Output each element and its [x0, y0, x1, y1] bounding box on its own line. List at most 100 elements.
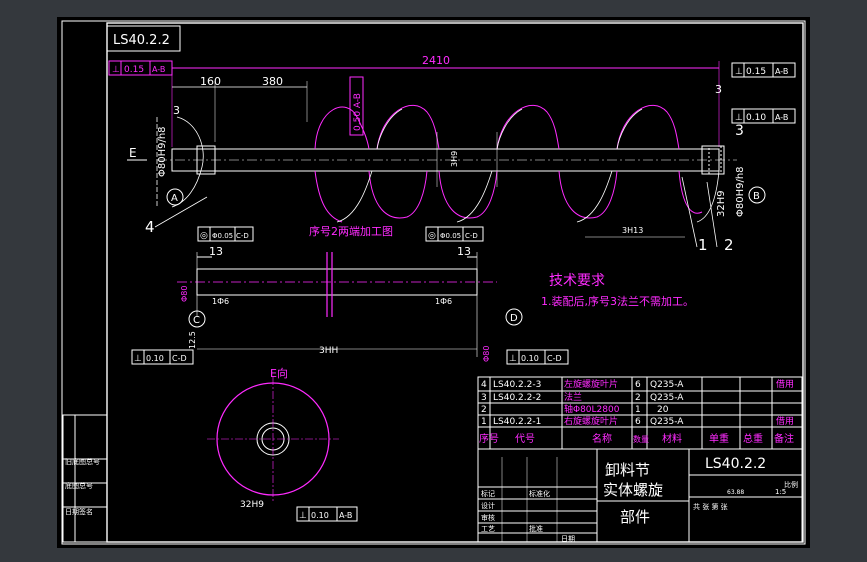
drawing-canvas: LS40.2.2 ⊥ 0.15 A-B ⊥ 0.15 A-B ⊥ 0.10 A-…: [61, 20, 806, 545]
svg-text:0.10: 0.10: [146, 354, 164, 363]
tol-frame-mid-left: ◎ Φ0.05 C-D: [197, 226, 254, 242]
svg-text:C: C: [193, 315, 200, 326]
bom-row: 4 LS40.2.2-3 左旋螺旋叶片 6 Q235-A 借用: [481, 378, 794, 390]
helix-outline: [156, 108, 720, 223]
svg-text:C-D: C-D: [465, 232, 478, 240]
svg-text:C-D: C-D: [172, 354, 187, 363]
svg-text:Q235-A: Q235-A: [650, 417, 684, 427]
svg-text:6: 6: [635, 417, 641, 427]
item-leaders: [154, 176, 718, 248]
item-label-1: 1: [698, 236, 708, 254]
bom-row: 3 LS40.2.2-2 法兰 2 Q235-A: [481, 391, 684, 403]
bom-row: 2 轴Φ80L2800 1 20: [481, 403, 669, 415]
title-block: 卸料节 实体螺旋 部件 LS40.2.2 比例 1:5 63.88 共 张 第 …: [477, 448, 803, 543]
svg-text:0.15: 0.15: [124, 65, 144, 75]
svg-text:比例: 比例: [784, 480, 798, 489]
tol-frame-bot-right: ⊥ 0.10 C-D: [506, 349, 569, 365]
shaft-fit-right: Φ80H9/h8: [735, 166, 746, 217]
svg-text:审核: 审核: [481, 513, 495, 522]
view-E-title: E向: [270, 366, 288, 380]
dim-overall: 2410: [171, 54, 720, 147]
svg-text:A-B: A-B: [152, 65, 165, 74]
datum-D: D: [505, 308, 523, 326]
svg-text:0.15: 0.15: [746, 67, 766, 77]
detail-dim-13-right: 13: [457, 245, 471, 258]
bom-header: 序号 代号 名称 数量 材料 单重 总重 备注: [479, 432, 794, 445]
svg-text:LS40.2.2-2: LS40.2.2-2: [493, 393, 541, 403]
svg-text:Φ0.05: Φ0.05: [212, 232, 233, 240]
svg-text:3: 3: [481, 393, 487, 403]
tol-frame-top-right: ⊥ 0.15 A-B: [731, 62, 796, 78]
left-block: 旧底图总号 底图总号 日期签名: [62, 414, 108, 543]
svg-text:借用: 借用: [776, 378, 794, 390]
main-shaft: [157, 145, 737, 175]
tol-frame-mid-right: ◎ Φ0.05 C-D: [425, 226, 484, 242]
tol-frame-top-left: ⊥ 0.15 A-B: [108, 60, 173, 76]
svg-text:◎: ◎: [200, 231, 208, 241]
svg-text:⊥: ⊥: [509, 354, 517, 364]
svg-text:右旋螺旋叶片: 右旋螺旋叶片: [564, 415, 618, 427]
svg-text:标记: 标记: [481, 489, 495, 498]
detail-shaft: [177, 252, 497, 357]
svg-text:轴Φ80L2800: 轴Φ80L2800: [564, 403, 620, 415]
dim-pitch: 3H13: [622, 226, 643, 235]
inner-border: [106, 22, 804, 543]
item-label-4: 4: [145, 218, 155, 236]
svg-text:⊥: ⊥: [735, 67, 743, 77]
svg-text:名称: 名称: [592, 432, 612, 445]
svg-text:2: 2: [635, 393, 641, 403]
bore-fit: 32H9: [716, 190, 727, 217]
detail-dim-13-left: 13: [209, 245, 223, 258]
svg-text:B: B: [753, 191, 760, 202]
svg-text:Q235-A: Q235-A: [650, 380, 684, 390]
svg-text:380: 380: [262, 75, 283, 88]
svg-text:批准: 批准: [529, 524, 543, 533]
svg-text:单重: 单重: [709, 432, 729, 445]
svg-text:Q235-A: Q235-A: [650, 393, 684, 403]
shaft-fit-left: Φ80H9/h8: [157, 126, 168, 177]
svg-text:⊥: ⊥: [299, 511, 307, 521]
dim-3-right-top: 3: [715, 83, 722, 96]
tol-frame-right-2: ⊥ 0.10 A-B: [731, 108, 796, 124]
tech-title: 技术要求: [549, 273, 605, 289]
svg-text:D: D: [510, 313, 518, 324]
detail-dia-left: Φ80: [180, 286, 189, 302]
svg-text:A-B: A-B: [775, 67, 788, 76]
svg-text:总重: 总重: [743, 432, 763, 445]
drawing-sheet: LS40.2.2 ⊥ 0.15 A-B ⊥ 0.15 A-B ⊥ 0.10 A-…: [57, 17, 810, 548]
svg-text:2: 2: [481, 405, 487, 415]
title-code: LS40.2.2: [705, 456, 766, 472]
pitch-tolerance: 0.50 A-B: [349, 76, 364, 136]
svg-text:20: 20: [657, 405, 669, 415]
part-name-2: 实体螺旋: [603, 481, 663, 499]
svg-text:备注: 备注: [774, 432, 794, 445]
mid-dim-tag: 3H9: [450, 151, 459, 167]
tech-note: 1.装配后,序号3法兰不需加工。: [541, 294, 694, 308]
svg-text:1: 1: [481, 417, 487, 427]
svg-text:设计: 设计: [481, 501, 495, 510]
svg-text:代号: 代号: [515, 433, 535, 445]
detail-dim-left: 1Ф6: [212, 297, 229, 306]
detail-length: 3HH: [319, 346, 338, 356]
svg-text:日期: 日期: [561, 535, 575, 543]
svg-text:C-D: C-D: [236, 232, 249, 240]
svg-text:序号: 序号: [479, 432, 499, 445]
part-name-1: 卸料节: [605, 461, 650, 479]
svg-text:A-B: A-B: [339, 511, 352, 520]
item-label-3: 3: [735, 123, 744, 139]
svg-text:⊥: ⊥: [112, 65, 120, 75]
svg-text:材料: 材料: [662, 432, 682, 445]
svg-text:A: A: [171, 193, 178, 204]
svg-text:A-B: A-B: [775, 113, 788, 122]
outer-border: [61, 20, 806, 545]
datum-A: A: [166, 188, 184, 206]
svg-text:⊥: ⊥: [735, 113, 743, 123]
flange-view: [207, 377, 339, 502]
item-label-2: 2: [724, 236, 734, 254]
svg-text:4: 4: [481, 380, 487, 390]
svg-text:共 张 第 张: 共 张 第 张: [693, 502, 728, 511]
svg-text:工艺: 工艺: [481, 525, 495, 533]
svg-text:左旋螺旋叶片: 左旋螺旋叶片: [564, 378, 618, 390]
svg-text:◎: ◎: [428, 231, 436, 241]
detail-title: 序号2两端加工图: [309, 224, 393, 238]
